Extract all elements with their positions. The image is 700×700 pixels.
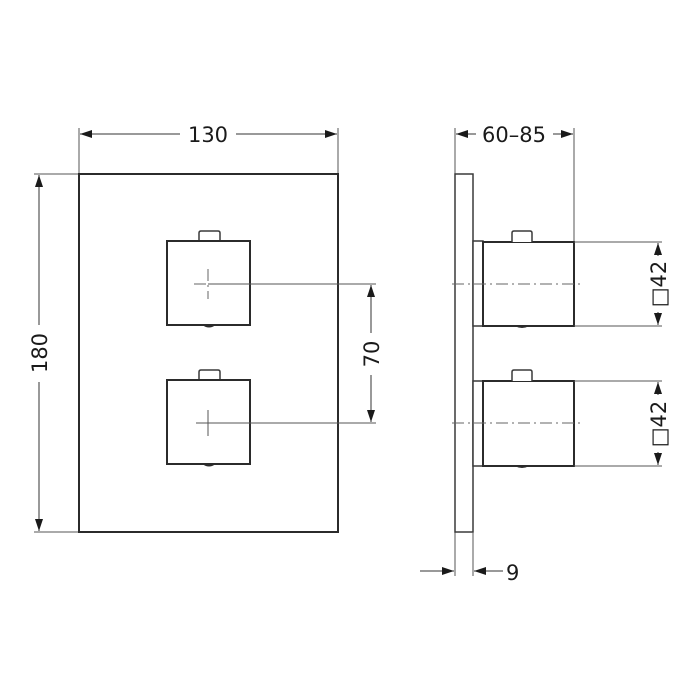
height-label: 180: [28, 333, 52, 373]
bottom-knob-size-dimension: □42: [646, 382, 672, 465]
depth-dimension: 60–85: [456, 122, 573, 148]
label-background: [27, 329, 53, 377]
bottom-knob-side: [452, 369, 662, 468]
bottom-knob-size-label: □42: [647, 401, 671, 448]
top-knob-size-dimension: □42: [646, 243, 672, 325]
side-view: 60–85 □42: [420, 122, 672, 586]
plate-thickness-label: 9: [506, 561, 519, 585]
side-plate: [454, 173, 474, 533]
label-background: [646, 397, 672, 451]
label-background: [503, 560, 523, 586]
top-knob-size-label: □42: [647, 261, 671, 308]
label-background: [479, 122, 549, 148]
label-background: [359, 337, 385, 371]
top-knob-front: [166, 230, 251, 328]
spacing-dimension: 70: [359, 285, 385, 422]
bottom-knob-front: [166, 369, 251, 467]
label-background: [646, 257, 672, 311]
width-label: 130: [188, 123, 228, 147]
width-dimension: 130: [80, 122, 337, 148]
front-view: 130 180: [27, 122, 385, 533]
label-background: [184, 122, 232, 148]
spacing-label: 70: [360, 341, 384, 368]
plate-thickness-dimension: 9: [420, 560, 523, 586]
depth-label: 60–85: [482, 123, 546, 147]
height-dimension: 180: [27, 175, 53, 531]
front-plate: [78, 173, 339, 533]
top-knob-side: [452, 230, 662, 328]
